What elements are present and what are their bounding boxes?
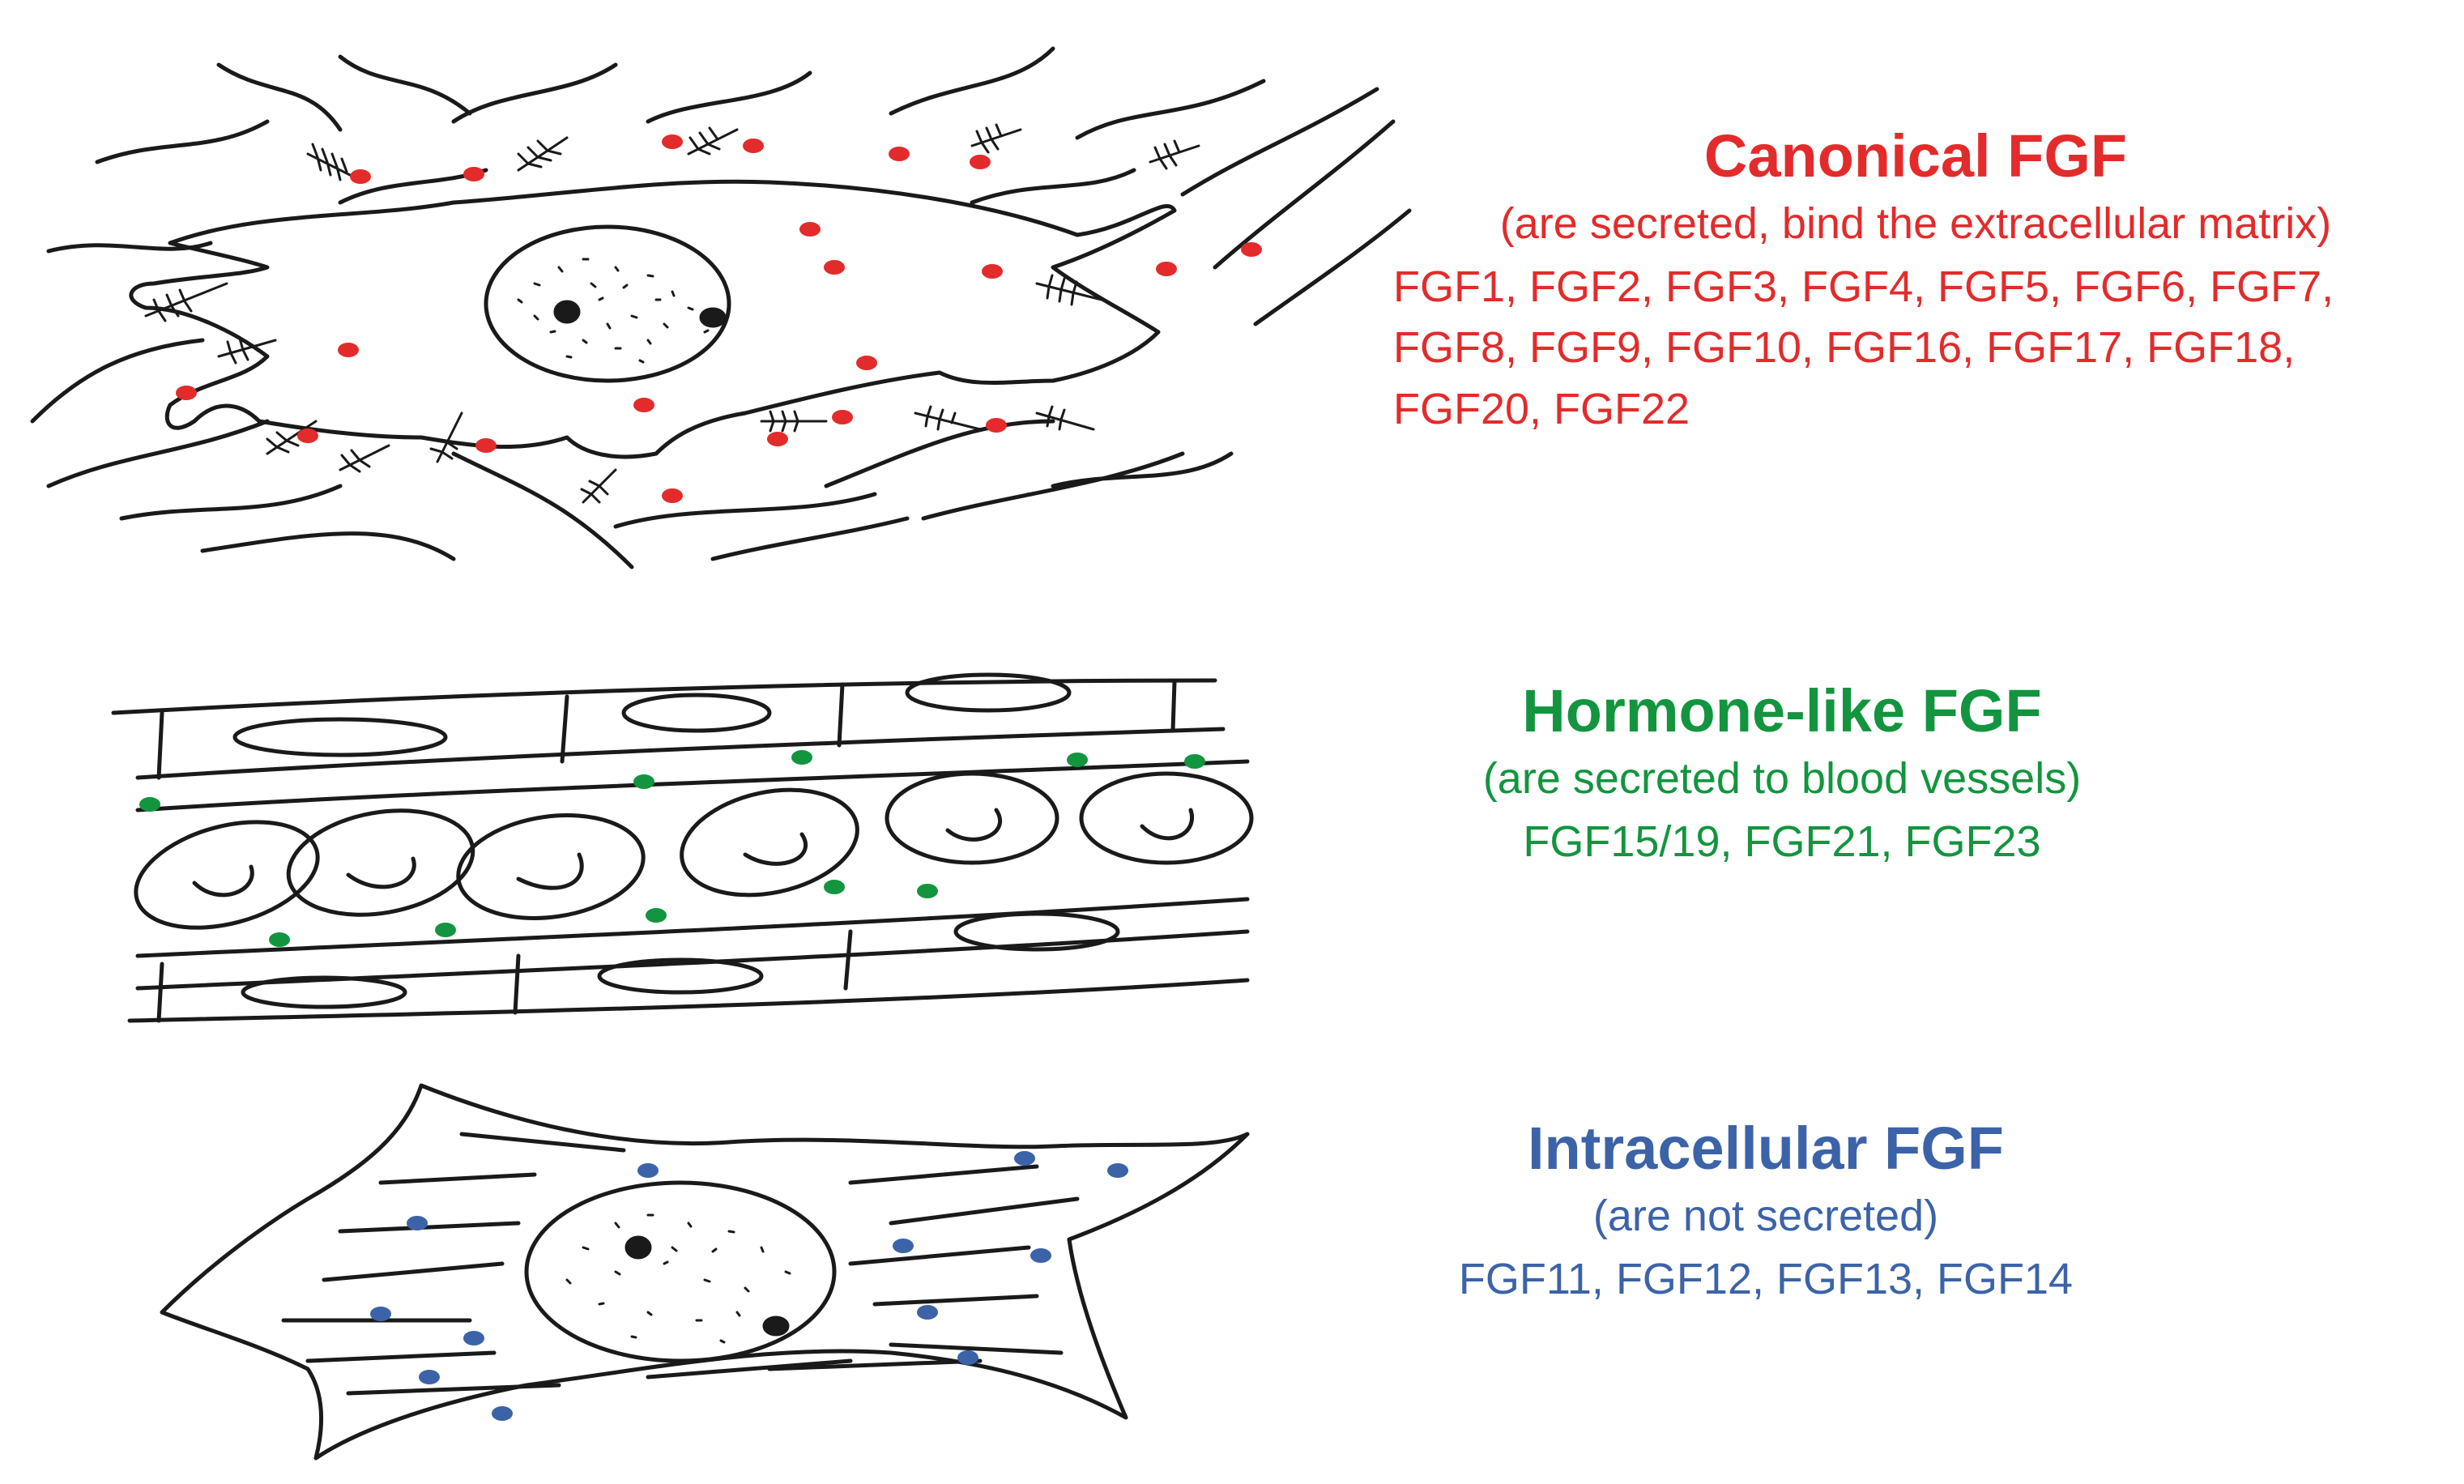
hormone-vessel-illustration xyxy=(111,672,1254,1023)
canonical-fgf-dot xyxy=(633,398,654,412)
intracellular-fgf-legend: Intracellular FGF (are not secreted) FGF… xyxy=(1409,1114,2122,1310)
hormone-fgf-dot xyxy=(646,908,667,923)
hormone-fgf-dot xyxy=(269,932,290,947)
hormone-like-fgf-members: FGF15/19, FGF21, FGF23 xyxy=(1523,817,2041,866)
intracellular-fgf-dot xyxy=(370,1307,391,1321)
canonical-fgf-dot xyxy=(475,438,497,453)
canonical-fgf-dot xyxy=(824,260,845,275)
hormone-fgf-dot xyxy=(917,884,938,898)
canonical-fgf-dot xyxy=(889,147,910,161)
hormone-fgf-dot xyxy=(139,797,160,812)
intracellular-fgf-dot xyxy=(407,1216,428,1230)
canonical-fgf-members-line: FGF1, FGF2, FGF3, FGF4, FGF5, FGF6, FGF7… xyxy=(1393,262,2334,311)
intracellular-fgf-dot xyxy=(1107,1163,1128,1178)
fgf-molecule-dots xyxy=(139,134,1262,1421)
intracellular-cell-illustration xyxy=(160,1083,1250,1461)
canonical-fgf-dot xyxy=(662,488,683,503)
hormone-fgf-dot xyxy=(633,774,654,789)
intracellular-fgf-dot xyxy=(893,1239,914,1253)
intracellular-fgf-title: Intracellular FGF xyxy=(1527,1115,2005,1182)
canonical-fgf-legend: Canonical FGF (are secreted, bind the ex… xyxy=(1369,122,2462,440)
canonical-fgf-dot xyxy=(1156,262,1177,276)
hormone-fgf-dot xyxy=(1067,753,1088,767)
canonical-fgf-dot xyxy=(832,410,853,424)
canonical-fgf-dot xyxy=(176,386,197,400)
intracellular-fgf-dot xyxy=(637,1163,659,1178)
canonical-fgf-dot xyxy=(982,264,1003,279)
hormone-fgf-dot xyxy=(1184,754,1205,769)
canonical-fgf-dot xyxy=(799,222,821,237)
canonical-fgf-dot xyxy=(970,155,991,169)
intracellular-fgf-dot xyxy=(492,1406,513,1421)
intracellular-fgf-members: FGF11, FGF12, FGF13, FGF14 xyxy=(1458,1254,2074,1303)
hormone-fgf-dot xyxy=(791,750,812,765)
canonical-fgf-dot xyxy=(463,167,484,181)
hormone-like-fgf-legend: Hormone-like FGF (are secreted to blood … xyxy=(1377,676,2187,872)
canonical-fgf-subtitle: (are secreted, bind the extracellular ma… xyxy=(1499,199,2332,249)
canonical-fgf-title: Canonical FGF xyxy=(1703,122,2128,190)
canonical-fgf-dot xyxy=(743,139,764,153)
canonical-fgf-members-line: FGF8, FGF9, FGF10, FGF16, FGF17, FGF18, xyxy=(1393,323,2296,373)
hormone-like-fgf-subtitle: (are secreted to blood vessels) xyxy=(1482,754,2082,804)
hormone-like-fgf-title: Hormone-like FGF xyxy=(1522,677,2042,744)
canonical-fgf-dot xyxy=(338,343,359,357)
intracellular-fgf-dot xyxy=(419,1370,440,1384)
canonical-fgf-members: FGF1, FGF2, FGF3, FGF4, FGF5, FGF6, FGF7… xyxy=(1369,257,2462,441)
canonical-fgf-dot xyxy=(297,429,318,443)
canonical-fgf-dot xyxy=(1241,242,1262,257)
canonical-cell-illustration xyxy=(30,46,1412,569)
canonical-fgf-dot xyxy=(767,432,788,446)
hormone-fgf-dot xyxy=(435,923,456,937)
intracellular-fgf-dot xyxy=(463,1331,484,1345)
canonical-fgf-members-line: FGF20, FGF22 xyxy=(1393,384,1690,433)
canonical-fgf-dot xyxy=(350,169,371,184)
canonical-fgf-dot xyxy=(986,418,1007,433)
canonical-fgf-dot xyxy=(662,134,683,149)
canonical-fgf-dot xyxy=(856,356,877,370)
intracellular-fgf-dot xyxy=(957,1350,978,1365)
intracellular-fgf-dot xyxy=(917,1305,938,1320)
intracellular-fgf-dot xyxy=(1014,1151,1035,1166)
intracellular-fgf-subtitle: (are not secreted) xyxy=(1592,1192,1939,1241)
hormone-fgf-dot xyxy=(824,880,845,894)
intracellular-fgf-dot xyxy=(1030,1248,1051,1263)
